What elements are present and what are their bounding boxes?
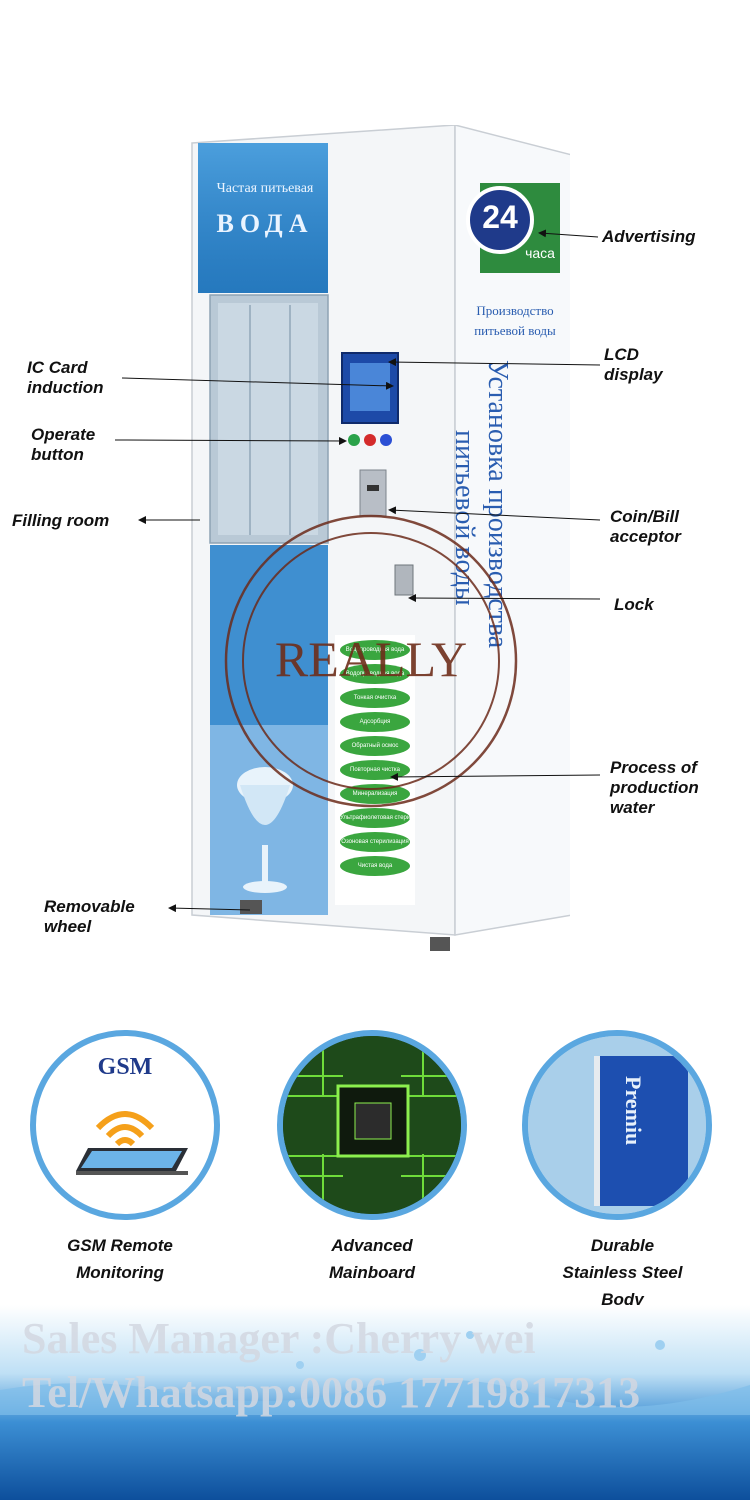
- water-splash-banner: Sales Manager :Cherry wei Tel/Whatsapp:0…: [0, 1305, 750, 1500]
- callout-process: Process of production water: [610, 758, 699, 817]
- side-subtitle-1: Производство: [476, 303, 554, 318]
- callout-operate-button: Operate button: [31, 425, 96, 464]
- feature-label-gsm: GSM Remote Monitoring: [67, 1236, 173, 1282]
- feature-gsm-circle: GSM: [30, 1030, 220, 1220]
- process-step: Чистая вода: [340, 856, 410, 876]
- feature-label-mainboard: Advanced Mainboard: [329, 1236, 415, 1282]
- premium-panel-text: Premiu: [621, 1076, 646, 1146]
- chip-icon: [283, 1036, 461, 1214]
- feature-mainboard-circle: [277, 1030, 467, 1220]
- feature-label-steel: Durable Stainless Steel Body: [562, 1236, 683, 1309]
- callout-filling-room: Filling room: [12, 511, 110, 530]
- watermark-logo-text: REALLY: [274, 631, 468, 687]
- vending-machine: Частая питьевая ВОДА 24 часа Производств…: [190, 124, 573, 955]
- process-step: Озоновая стерилизация: [340, 832, 410, 852]
- callout-lcd-display: LCD display: [604, 345, 663, 384]
- process-step: Тонкая очистка: [340, 688, 410, 708]
- machine-body-shape: [191, 124, 573, 951]
- callout-arrows: [114, 229, 601, 913]
- process-step: Водопроводная вода: [340, 664, 410, 684]
- watermark-rings: [224, 514, 518, 808]
- side-subtitle-2: питьевой воды: [474, 323, 556, 338]
- gsm-icon-text: GSM: [97, 1054, 153, 1080]
- really-watermark: REALLY: [222, 512, 520, 810]
- feature-steel-circle: Premiu: [522, 1030, 712, 1220]
- steel-panel-icon: [528, 1036, 706, 1214]
- process-step: Адсорбция: [340, 712, 410, 732]
- process-step: Водопроводная вода: [340, 640, 410, 660]
- process-steps: Водопроводная вода Водопроводная вода То…: [340, 640, 410, 880]
- water-splash-image: [0, 1305, 750, 1500]
- process-step: Ультрафиолетовая стерилизация: [340, 808, 410, 828]
- front-panel-big-text: ВОДА: [216, 209, 314, 238]
- front-panel-top-text: Частая питьевая: [216, 181, 314, 196]
- side-badge-word: часа: [525, 245, 555, 261]
- side-badge-number: 24: [482, 199, 518, 235]
- callout-lock: Lock: [614, 595, 654, 614]
- callout-ic-card: IC Card induction: [27, 358, 104, 397]
- callout-coin-bill: Coin/Bill acceptor: [610, 507, 681, 546]
- process-step: Обратный осмос: [340, 736, 410, 756]
- callout-wheel: Removable wheel: [44, 897, 135, 936]
- footer-tel: Tel/Whatsapp:0086 17719817313: [22, 1368, 641, 1417]
- footer-sales-manager: Sales Manager :Cherry wei: [22, 1314, 536, 1363]
- wifi-tablet-icon: [76, 1111, 188, 1175]
- callout-advertising: Advertising: [602, 227, 696, 246]
